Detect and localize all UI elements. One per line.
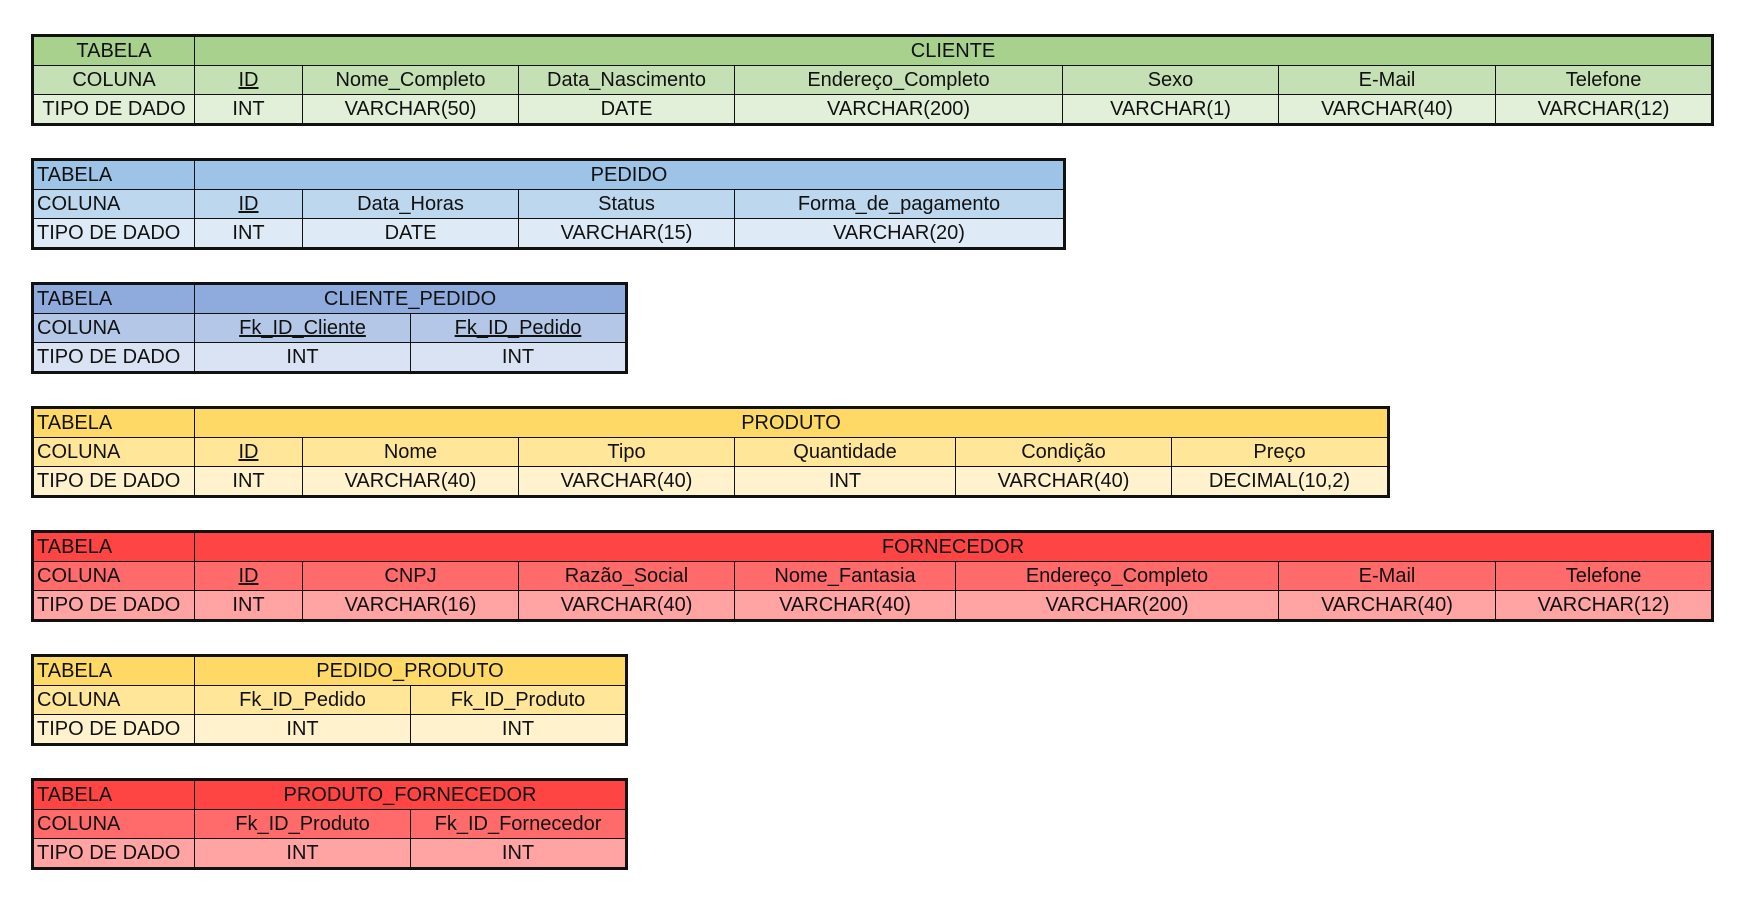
table-name: PEDIDO_PRODUTO [193,655,628,686]
column-name: ID [194,189,303,219]
column-type: INT [734,466,956,497]
column-type: VARCHAR(40) [518,590,735,621]
column-type: VARCHAR(15) [518,218,735,249]
row-label-tabela: TABELA [32,283,195,314]
column-name: Condição [955,437,1172,467]
column-type: VARCHAR(12) [1494,590,1714,621]
column-type: INT [410,838,627,869]
row-label-tipo: TIPO DE DADO [32,466,195,497]
column-type: VARCHAR(200) [734,94,1063,125]
column-name: Fk_ID_Pedido [409,313,628,343]
column-name: ID [194,437,303,467]
table-name: CLIENTE [193,35,1714,66]
row-label-coluna: COLUNA [32,189,195,219]
table-name: FORNECEDOR [193,531,1714,562]
row-label-tabela: TABELA [32,779,195,810]
row-label-coluna: COLUNA [32,313,195,343]
column-type: DATE [302,218,519,249]
column-name: Telefone [1494,561,1714,591]
table-cliente: TABELA CLIENTE COLUNA ID Nome_Completo D… [31,34,1715,126]
column-type: VARCHAR(1) [1062,94,1279,125]
table-pedido: TABELA PEDIDO COLUNA ID Data_Horas Statu… [31,158,1066,250]
column-name: Fk_ID_Cliente [194,313,411,343]
table-name: PEDIDO [194,159,1065,190]
column-type: VARCHAR(16) [302,590,519,621]
column-name: Fk_ID_Fornecedor [410,809,627,839]
column-name: Tipo [518,437,735,467]
column-name: Nome [302,437,519,467]
column-type: INT [194,714,411,745]
column-name: Nome_Fantasia [734,561,956,591]
column-name: CNPJ [302,561,519,591]
column-type: INT [194,838,411,869]
column-name: Fk_ID_Pedido [194,685,411,715]
column-name: Status [518,189,735,219]
row-label-tipo: TIPO DE DADO [32,218,195,249]
column-type: INT [194,342,411,373]
column-name: Data_Nascimento [518,65,735,95]
column-type: INT [409,342,628,373]
column-type: INT [194,94,303,125]
column-name: ID [194,561,303,591]
column-name: Endereço_Completo [734,65,1063,95]
row-label-tabela: TABELA [32,531,195,562]
column-type: DECIMAL(10,2) [1170,466,1390,497]
column-name: Sexo [1062,65,1279,95]
table-fornecedor: TABELA FORNECEDOR COLUNA ID CNPJ Razão_S… [31,530,1715,622]
row-label-coluna: COLUNA [32,561,195,591]
column-type: VARCHAR(40) [955,466,1172,497]
column-type: VARCHAR(20) [734,218,1065,249]
column-name: E-Mail [1278,561,1496,591]
column-name: E-Mail [1278,65,1496,95]
column-name: Endereço_Completo [955,561,1279,591]
row-label-tipo: TIPO DE DADO [32,342,195,373]
row-label-tabela: TABELA [32,407,195,438]
row-label-tabela: TABELA [32,159,195,190]
column-type: VARCHAR(40) [302,466,519,497]
row-label-tipo: TIPO DE DADO [32,838,195,869]
column-name: Data_Horas [302,189,519,219]
row-label-tabela: TABELA [32,655,195,686]
row-label-coluna: COLUNA [32,809,195,839]
table-name: CLIENTE_PEDIDO [193,283,628,314]
column-type: VARCHAR(40) [518,466,735,497]
table-name: PRODUTO [193,407,1390,438]
table-name: PRODUTO_FORNECEDOR [194,779,627,810]
row-label-coluna: COLUNA [32,65,195,95]
column-name: Fk_ID_Produto [409,685,628,715]
column-name: Forma_de_pagamento [734,189,1065,219]
column-type: DATE [518,94,735,125]
row-label-tabela: TABELA [32,35,195,66]
table-produto: TABELA PRODUTO COLUNA ID Nome Tipo Quant… [31,406,1391,498]
row-label-coluna: COLUNA [32,437,195,467]
column-name: ID [194,65,303,95]
column-name: Quantidade [734,437,956,467]
column-name: Telefone [1494,65,1714,95]
row-label-tipo: TIPO DE DADO [32,94,195,125]
column-name: Preço [1170,437,1390,467]
column-type: INT [194,218,303,249]
column-type: VARCHAR(40) [734,590,956,621]
table-cliente-pedido: TABELA CLIENTE_PEDIDO COLUNA Fk_ID_Clien… [31,282,629,374]
column-type: VARCHAR(50) [302,94,519,125]
column-type: INT [409,714,628,745]
column-type: VARCHAR(40) [1278,590,1496,621]
row-label-coluna: COLUNA [32,685,195,715]
table-produto-fornecedor: TABELA PRODUTO_FORNECEDOR COLUNA Fk_ID_P… [31,778,628,870]
column-name: Nome_Completo [302,65,519,95]
row-label-tipo: TIPO DE DADO [32,714,195,745]
row-label-tipo: TIPO DE DADO [32,590,195,621]
column-type: VARCHAR(40) [1278,94,1496,125]
column-name: Razão_Social [518,561,735,591]
column-type: INT [194,466,303,497]
column-type: VARCHAR(200) [955,590,1279,621]
column-type: VARCHAR(12) [1494,94,1714,125]
table-pedido-produto: TABELA PEDIDO_PRODUTO COLUNA Fk_ID_Pedid… [31,654,629,746]
column-type: INT [194,590,303,621]
column-name: Fk_ID_Produto [194,809,411,839]
